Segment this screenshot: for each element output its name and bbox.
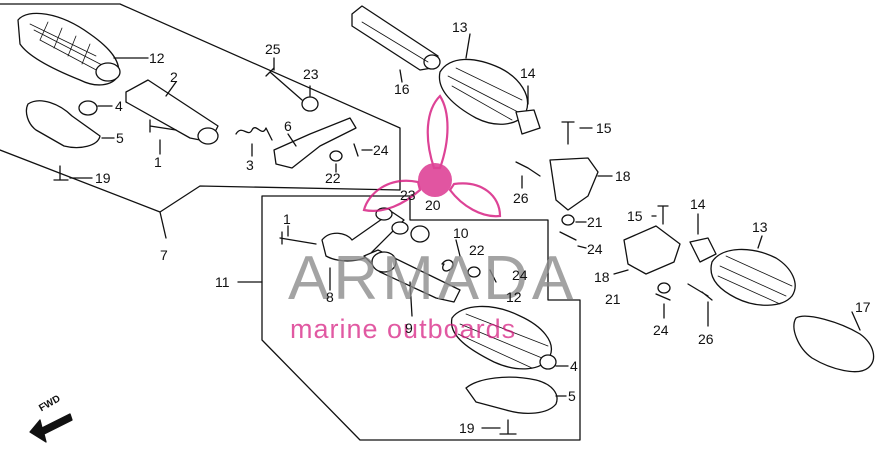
callout-19-lower: 19: [459, 420, 475, 436]
bolt-19-lower: [499, 419, 517, 435]
callout-13-lower: 13: [752, 219, 768, 235]
callout-23-lower: 23: [400, 187, 416, 203]
bolt-15-upper: [561, 121, 575, 145]
watermark-title: ARMADA: [288, 244, 578, 313]
washer-23-upper: [301, 96, 319, 112]
callout-10: 10: [453, 225, 469, 241]
callout-20: 20: [425, 197, 441, 213]
callout-18-upper: 18: [615, 168, 631, 184]
leader-7: [159, 211, 167, 239]
callout-3: 3: [246, 157, 254, 173]
callout-26-lower: 26: [698, 331, 714, 347]
callout-1-lower: 1: [283, 211, 291, 227]
footpeg-grip-12-upper: [17, 12, 121, 86]
callout-15-lower: 15: [627, 208, 643, 224]
callout-24-right: 24: [653, 322, 669, 338]
pin-25: [265, 67, 303, 101]
fwd-arrow-icon: [29, 413, 73, 443]
callout-7: 7: [160, 247, 168, 263]
cotter-pin-24-lower: [489, 269, 497, 283]
callout-21-middle: 21: [587, 214, 603, 230]
washer-21-lower: [657, 282, 671, 294]
cotter-pin-24-upper: [353, 143, 359, 157]
callout-18-lower: 18: [594, 269, 610, 285]
rubber-4-upper: [78, 100, 98, 116]
cover-5-upper: [25, 100, 101, 149]
bolt-15-lower: [657, 205, 669, 225]
cotter-pin-24-right: [655, 293, 671, 301]
callout-5-lower: 5: [568, 388, 576, 404]
callout-17: 17: [855, 299, 871, 315]
callout-12-upper: 12: [149, 50, 165, 66]
bracket-9: [363, 249, 461, 303]
callout-24-upper: 24: [373, 142, 389, 158]
bolt-26-lower: [687, 283, 713, 301]
callout-15-upper: 15: [596, 120, 612, 136]
callout-14-lower: 14: [690, 196, 706, 212]
callout-21-lower: 21: [605, 291, 621, 307]
callout-1-upper: 1: [154, 154, 162, 170]
bolt-26-upper: [515, 161, 541, 177]
callout-12-lower: 12: [506, 289, 522, 305]
footpeg-16: [351, 5, 441, 71]
spring-10: [441, 259, 454, 272]
callout-22-upper: 22: [325, 170, 341, 186]
rubber-4-lower: [539, 354, 557, 370]
callout-8: 8: [326, 289, 334, 305]
washer-21-middle: [561, 214, 575, 226]
group-boundary-center: [261, 195, 581, 441]
bracket-18-lower: [623, 225, 681, 275]
bolt-19-upper: [53, 165, 69, 181]
footpeg-grip-13-lower: [710, 248, 796, 306]
callout-14-upper: 14: [520, 65, 536, 81]
watermark-subtitle: marine outboards: [290, 314, 517, 344]
washer-20: [410, 225, 430, 243]
bracket-18-upper: [549, 157, 599, 211]
callout-6: 6: [284, 118, 292, 134]
callout-24-lower: 24: [512, 267, 528, 283]
callout-11: 11: [215, 274, 230, 290]
spring-3: [235, 127, 273, 141]
callout-2: 2: [170, 69, 178, 85]
washer-23-lower: [391, 221, 409, 235]
callout-23-upper: 23: [303, 66, 319, 82]
washer-22-upper: [329, 150, 343, 162]
cover-17: [793, 315, 875, 373]
footpeg-grip-13-upper: [438, 58, 529, 125]
callout-9: 9: [405, 320, 413, 336]
callout-13-upper: 13: [452, 19, 468, 35]
footpeg-arm-2: [125, 79, 219, 145]
washer-22-lower: [467, 266, 481, 278]
callout-24-middle: 24: [587, 241, 603, 257]
callout-25: 25: [265, 41, 281, 57]
callout-26-upper: 26: [513, 190, 529, 206]
callout-5-upper: 5: [116, 130, 124, 146]
pin-1-lower: [279, 231, 317, 245]
callout-4-lower: 4: [570, 358, 578, 374]
propeller-logo-icon: [362, 94, 502, 218]
cotter-pin-24-middle: [559, 231, 577, 241]
cover-5-lower: [465, 376, 558, 415]
callout-16: 16: [394, 81, 410, 97]
washer-14-lower: [689, 237, 717, 263]
pin-1-upper: [149, 119, 177, 133]
washer-14-upper: [515, 109, 541, 135]
callout-22-lower: 22: [469, 242, 485, 258]
callout-19-upper: 19: [95, 170, 111, 186]
bracket-6: [273, 117, 357, 169]
callout-4-upper: 4: [115, 98, 123, 114]
